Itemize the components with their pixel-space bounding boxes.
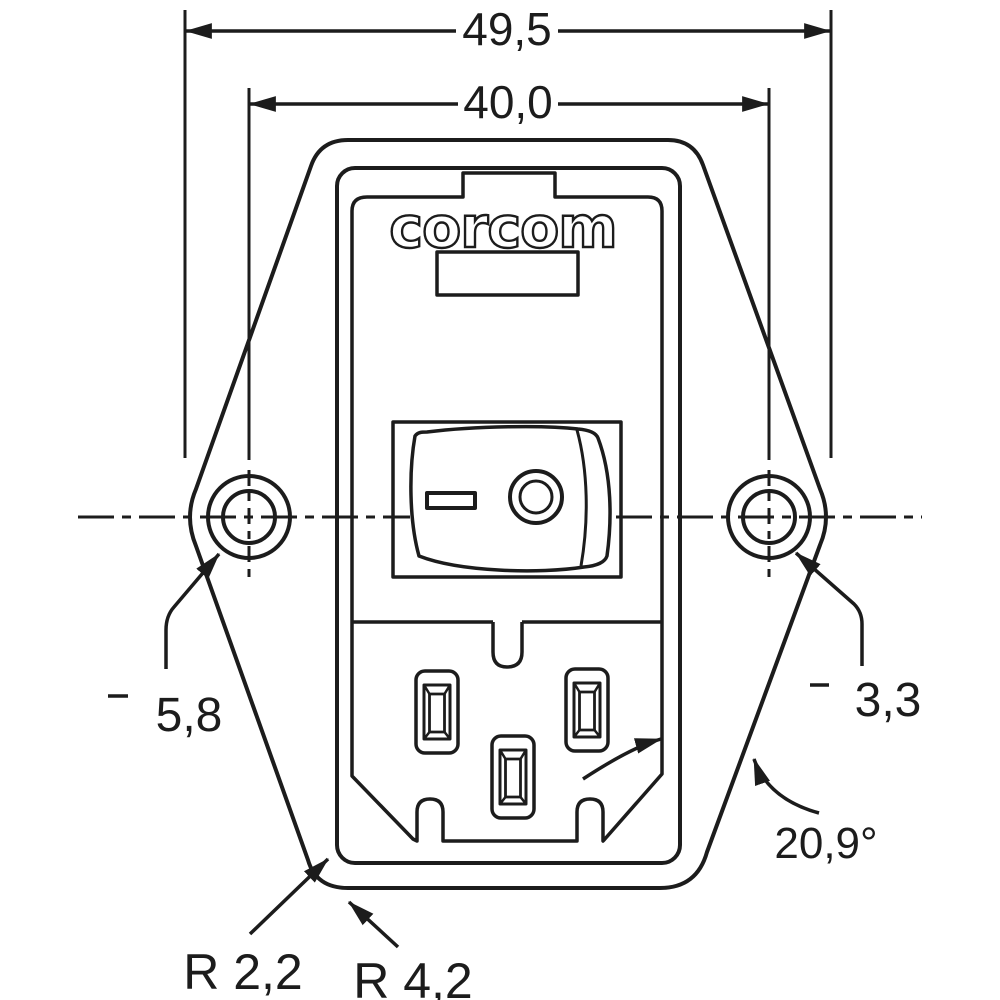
callout-side-angle: 20,9° [582, 737, 878, 868]
callout-hole-diameter: 3,3 [794, 551, 922, 727]
overall-width-value: 49,5 [462, 3, 552, 55]
rating-label-plate [435, 250, 580, 297]
switch-bezel [391, 420, 623, 579]
switch-off-mark-inner [518, 479, 554, 515]
side-angle-value: 20,9° [774, 819, 877, 868]
socket-keying-notch [491, 622, 524, 669]
rocker-side-band [575, 429, 588, 567]
hole-diameter-value: 3,3 [855, 674, 922, 727]
hole-spacing-value: 40,0 [463, 76, 553, 128]
dimension-overall-width: 49,5 [183, 3, 833, 458]
dimension-hole-spacing: 40,0 [247, 76, 771, 460]
rocker-switch [409, 424, 612, 573]
radius-outer-value: R 4,2 [353, 953, 473, 1000]
callout-radius-outer: R 4,2 [347, 900, 473, 1000]
callout-counterbore-diameter: 5,8 [108, 552, 223, 742]
body-inner-face-and-socket-outline [350, 171, 664, 843]
corcom-logo: corcom [389, 195, 616, 261]
counterbore-diameter-value: 5,8 [156, 689, 223, 742]
switch-on-mark [425, 491, 477, 510]
radius-inner-value: R 2,2 [183, 944, 303, 1000]
switch-off-mark [508, 469, 564, 525]
callout-radius-inner: R 2,2 [183, 857, 330, 1000]
flange-outline [188, 138, 828, 890]
